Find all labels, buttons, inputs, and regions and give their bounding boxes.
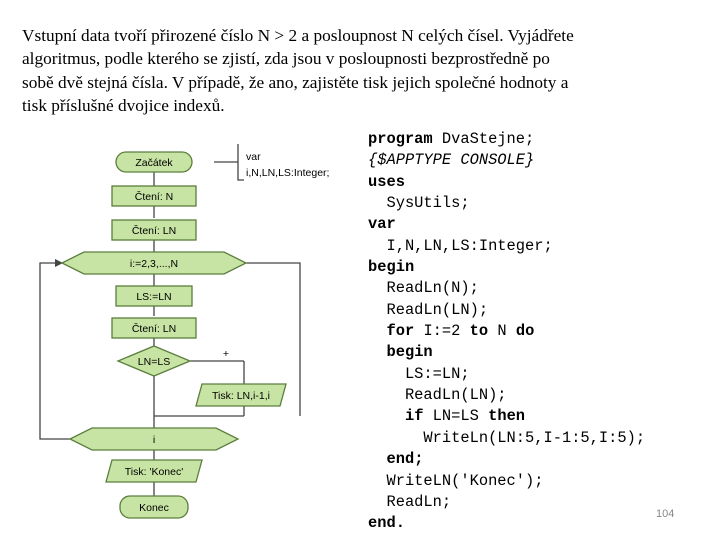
code-keyword: end.	[368, 514, 405, 533]
start-label: Začátek	[135, 157, 173, 169]
code-text	[368, 407, 405, 425]
code-line: WriteLn(LN:5,I-1:5,I:5);	[368, 428, 645, 449]
code-text: WriteLN('Konec');	[368, 471, 544, 490]
code-line: begin	[368, 257, 645, 278]
code-keyword: begin	[386, 343, 433, 362]
code-line: {$APPTYPE CONSOLE}	[368, 150, 645, 171]
code-line: end.	[368, 513, 645, 534]
code-text: I,N,LN,LS:Integer;	[368, 236, 553, 255]
code-keyword: then	[488, 407, 526, 426]
page-number: 104	[656, 508, 675, 520]
read-n-box	[111, 185, 197, 207]
print-pair-box	[195, 383, 287, 407]
end-terminal	[119, 495, 189, 519]
code-text: LN=LS	[432, 407, 489, 426]
loop-hexagon	[60, 251, 248, 275]
print-end-box	[105, 459, 203, 483]
print-pair-label: Tisk: LN,i-1,i	[212, 390, 270, 402]
code-line: WriteLN('Konec');	[368, 471, 645, 492]
code-line: LS:=LN;	[368, 364, 645, 385]
condition-diamond	[116, 345, 192, 377]
code-directive: {$APPTYPE CONSOLE}	[368, 151, 535, 170]
code-keyword: if	[404, 407, 433, 426]
code-line: for I:=2 to N do	[368, 321, 645, 342]
code-text: DvaStejne;	[441, 130, 535, 148]
code-text: I:=2	[423, 322, 470, 341]
pascal-code: program DvaStejne;{$APPTYPE CONSOLE}uses…	[368, 129, 645, 535]
start-terminal	[115, 151, 193, 173]
print-end-label: Tisk: 'Konec'	[125, 466, 183, 478]
code-text: N	[497, 322, 516, 341]
code-text: ReadLn(LN);	[368, 386, 507, 405]
task-line: tisk příslušné dvojice indexů.	[22, 96, 225, 116]
code-line: if LN=LS then	[368, 406, 645, 427]
code-keyword: var	[368, 215, 396, 234]
code-text	[368, 322, 386, 340]
code-line: ReadLn(LN);	[368, 385, 645, 406]
loop-end-label: i	[153, 434, 155, 446]
code-text: WriteLn(LN:5,I-1:5,I:5);	[368, 428, 646, 447]
read-ln2-label: Čtení: LN	[132, 322, 176, 335]
code-text	[368, 450, 386, 468]
code-line: uses	[368, 172, 645, 193]
code-text: ReadLn(LN);	[368, 300, 489, 319]
flowchart: Začátek Čtení: N Čtení: LN i:=2,3,...,N …	[39, 144, 329, 519]
code-keyword: for	[386, 322, 424, 341]
read-ln-box	[111, 219, 197, 241]
condition-label: LN=LS	[138, 356, 170, 368]
code-line: begin	[368, 342, 645, 363]
code-text: SysUtils;	[368, 194, 470, 213]
code-keyword: end;	[386, 450, 424, 469]
code-line: end;	[368, 449, 645, 470]
code-text: ReadLn(N);	[368, 279, 479, 298]
assign-label: LS:=LN	[136, 291, 171, 303]
code-line: I,N,LN,LS:Integer;	[368, 236, 645, 257]
loop-end-hexagon	[68, 427, 240, 451]
code-keyword: do	[515, 322, 535, 341]
code-text	[368, 343, 386, 361]
code-line: SysUtils;	[368, 193, 645, 214]
code-line: ReadLn(N);	[368, 278, 645, 299]
code-line: ReadLn;	[368, 492, 645, 513]
read-n-label: Čtení: N	[135, 190, 174, 203]
end-label: Konec	[139, 502, 169, 514]
task-line: Vstupní data tvoří přirozené číslo N > 2…	[22, 26, 574, 45]
code-keyword: uses	[368, 172, 405, 191]
code-text: ReadLn;	[368, 492, 452, 511]
assign-box	[115, 285, 193, 307]
read-ln-label: Čtení: LN	[132, 224, 176, 237]
flow-connectors	[39, 144, 301, 496]
task-line: sobě dvě stejná čísla. V případě, že ano…	[22, 72, 569, 92]
read-ln2-box	[111, 317, 197, 339]
code-line: program DvaStejne;	[368, 129, 645, 150]
condition-mark: +	[223, 348, 229, 360]
code-line: var	[368, 214, 645, 235]
task-line: algoritmus, podle kterého se zjistí, zda…	[22, 49, 550, 69]
code-keyword: to	[469, 322, 498, 341]
loop-label: i:=2,3,...,N	[130, 258, 178, 270]
var-keyword: var	[246, 151, 261, 163]
task-description: Vstupní data tvoří přirozené číslo N > 2…	[22, 24, 702, 118]
var-list: i,N,LN,LS:Integer;	[246, 167, 329, 179]
code-line: ReadLn(LN);	[368, 300, 645, 321]
code-keyword: begin	[368, 258, 415, 277]
code-keyword: program	[368, 130, 442, 148]
code-text: LS:=LN;	[368, 364, 470, 383]
